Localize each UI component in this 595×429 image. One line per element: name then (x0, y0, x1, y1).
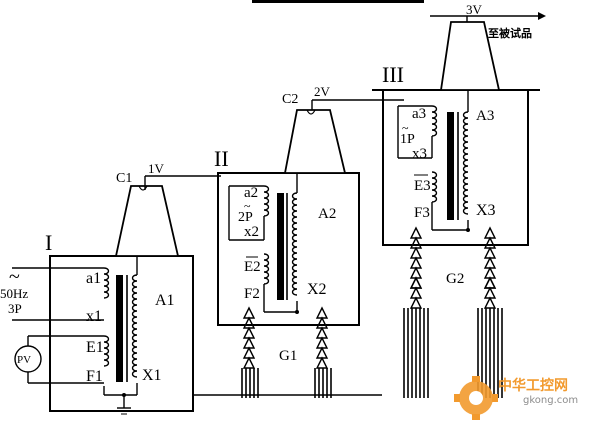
stage-2-a-label: a2 (244, 185, 258, 201)
stage-3-core (447, 112, 454, 220)
stage-2-tank (217, 172, 360, 326)
watermark-text: 中华工控网 (498, 377, 568, 394)
stage-2-A-label: A2 (318, 206, 336, 222)
output-arrow (538, 12, 546, 20)
stage-3-bushing (439, 21, 501, 91)
stage-3-F-label: F3 (414, 205, 430, 221)
stage-1-F-label: F1 (86, 368, 103, 385)
stage-2-voltage-label: 2V (314, 84, 331, 99)
g1-label: G1 (279, 348, 297, 364)
stage-2-tilde: ~ (244, 199, 251, 213)
stage-2-coupling-winding (263, 185, 270, 217)
stage-2-hv-winding (291, 192, 298, 296)
stage-3 (372, 12, 546, 398)
ac-symbol: ~ (9, 266, 20, 288)
stage-3-roman: III (382, 62, 404, 87)
stage-1-voltage-label: 1V (148, 161, 165, 176)
stage-3-tilde: ~ (402, 121, 409, 135)
stage-1-x-label: x1 (86, 308, 102, 325)
stage-2-bushing-label: C2 (282, 92, 298, 107)
pv-meter-symbol (14, 345, 42, 373)
stage-2 (217, 99, 404, 398)
watermark: 中华工控网 gkong.com (454, 376, 578, 420)
phase-label: 3P (8, 301, 22, 316)
stage-1-core (116, 275, 123, 382)
stage-3-X-label: X3 (476, 202, 496, 219)
stage-3-insulator-right (484, 227, 496, 309)
stage-2-excitation-winding (263, 253, 270, 285)
stage-3-E-label: E3 (414, 178, 431, 194)
watermark-url: gkong.com (523, 395, 578, 406)
stage-2-x-label: x2 (244, 224, 259, 240)
stage-3-voltage-label: 3V (466, 2, 483, 17)
stage-2-X-label: X2 (307, 281, 327, 298)
stage-2-core (277, 193, 284, 300)
stage-3-p-label: 1P (400, 132, 415, 147)
stage-1-bushing (114, 185, 180, 257)
stage-1-roman: I (45, 230, 52, 255)
stage-2-p-label: 2P (238, 210, 253, 225)
stage-1-bushing-label: C1 (116, 171, 132, 186)
freq-label: 50Hz (0, 286, 28, 301)
stage-2-roman: II (214, 146, 229, 171)
stage-3-a-label: a3 (412, 106, 426, 122)
pv-label: PV (17, 354, 31, 366)
stage-3-A-label: A3 (476, 108, 494, 124)
g2-label: G2 (446, 271, 464, 287)
stage-1-E-label: E1 (86, 339, 104, 356)
top-bar (252, 0, 424, 3)
stage-1-X-label: X1 (142, 367, 162, 384)
stage-2-insulator-left (243, 307, 255, 369)
stage-2-bushing (283, 109, 347, 174)
stage-3-tank (382, 89, 529, 246)
stage-3-insulator-left (410, 227, 422, 309)
stage-1 (12, 175, 382, 415)
stage-3-x-label: x3 (412, 146, 427, 162)
stage-1-A-label: A1 (155, 292, 175, 309)
stage-2-F-label: F2 (244, 286, 260, 302)
stage-1-excitation-winding (103, 335, 110, 367)
stage-1-hv-winding (131, 274, 138, 378)
stage-2-insulator-right (316, 307, 328, 369)
stage-1-a-label: a1 (86, 270, 101, 287)
output-label: 至被试品 (488, 26, 532, 40)
gear-icon (454, 376, 498, 420)
stage-2-E-label: E2 (244, 259, 261, 275)
stage-1-primary-winding (103, 267, 110, 299)
